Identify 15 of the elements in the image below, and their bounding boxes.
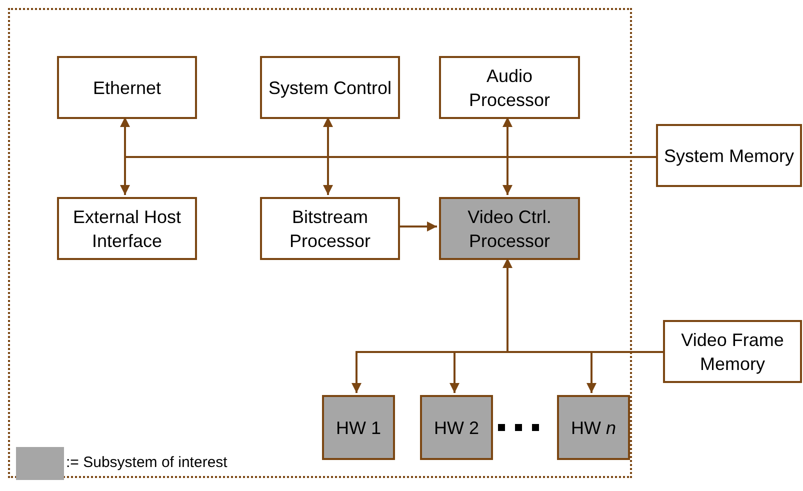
legend-text: := Subsystem of interest — [66, 453, 228, 474]
component-box: HW 2 — [420, 395, 493, 460]
component-box: HW 1 — [322, 395, 395, 460]
component-box: System Memory — [656, 124, 802, 187]
component-box: External Host Interface — [57, 197, 197, 260]
component-box: System Control — [260, 56, 400, 119]
bus-arrow — [502, 156, 656, 195]
component-box: Ethernet — [57, 56, 197, 119]
component-box: Bitstream Processor — [260, 197, 400, 260]
component-box: Audio Processor — [439, 56, 580, 119]
component-box: HW n — [557, 395, 630, 460]
bus-arrow — [398, 222, 437, 232]
system-boundary — [8, 8, 632, 478]
component-box: Video Ctrl. Processor — [439, 197, 580, 260]
component-box: Video Frame Memory — [663, 320, 802, 383]
